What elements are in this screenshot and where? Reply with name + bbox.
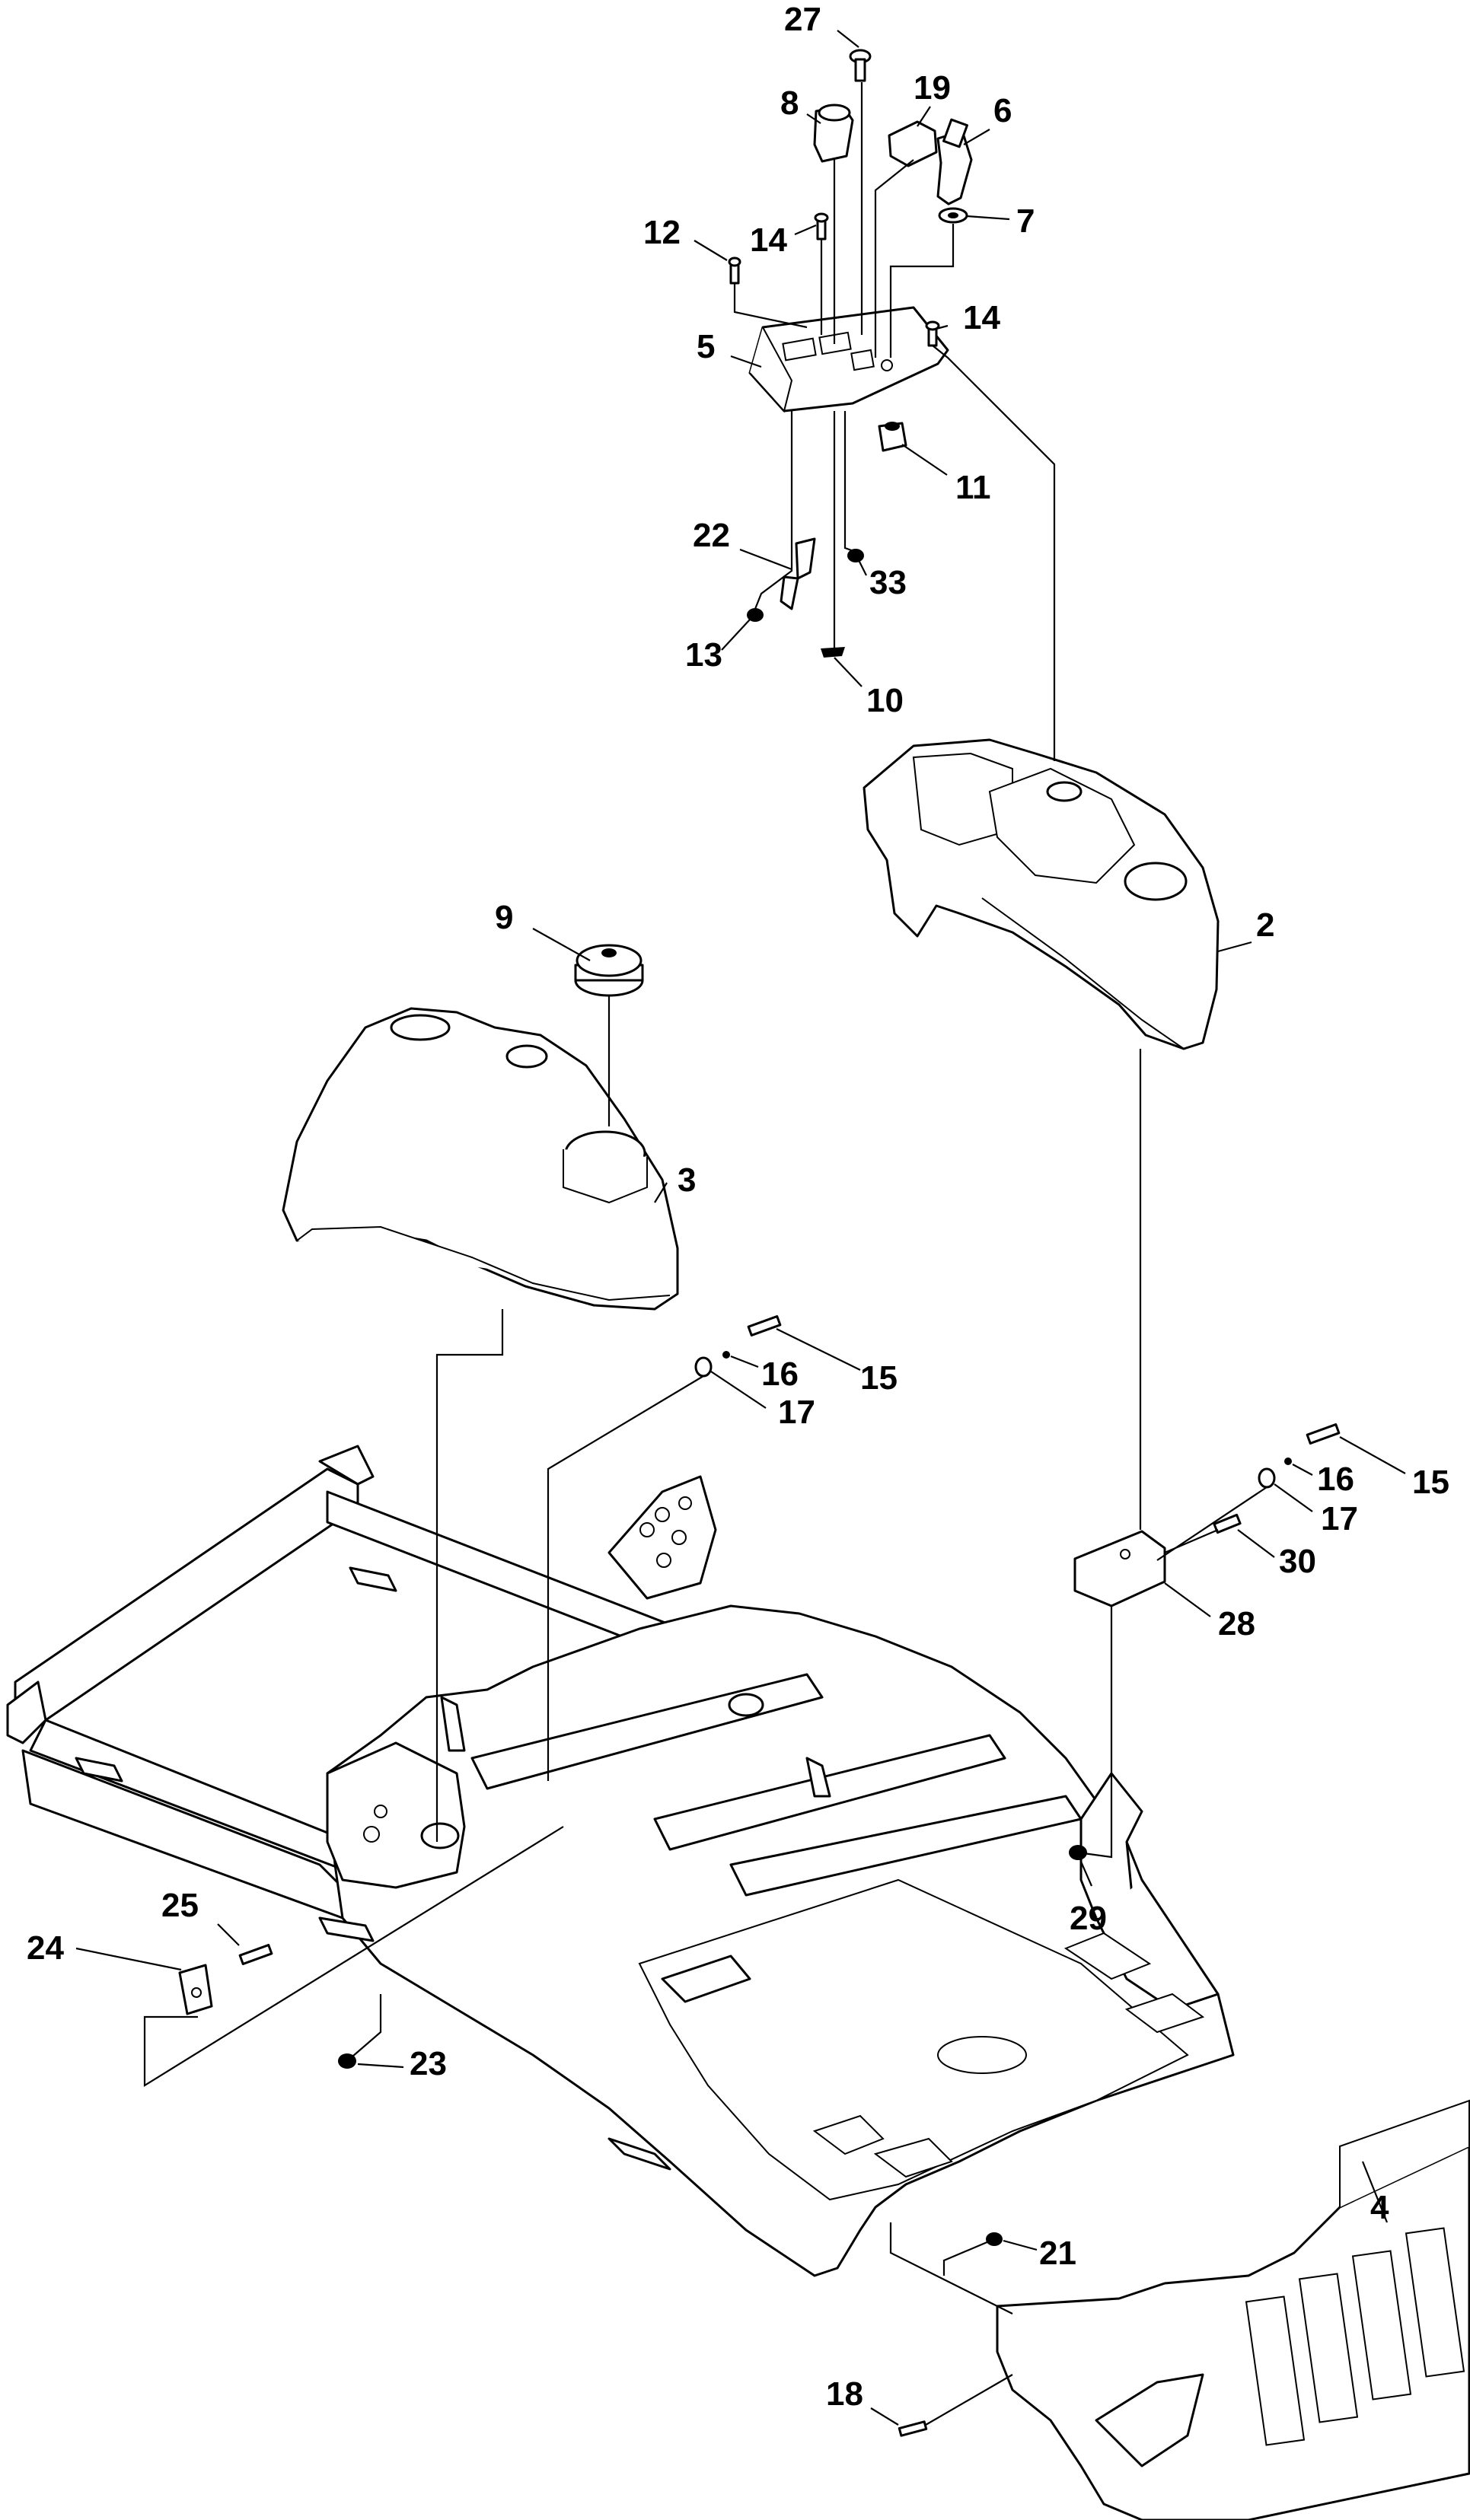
callout-21: 21 bbox=[1039, 2235, 1076, 2272]
callout-8: 8 bbox=[780, 84, 799, 122]
callout-27: 27 bbox=[784, 1, 821, 38]
callout-7: 7 bbox=[1016, 202, 1035, 240]
callout-15b: 15 bbox=[1412, 1464, 1449, 1501]
clamp-24 bbox=[178, 1964, 213, 2015]
callout-2: 2 bbox=[1256, 906, 1274, 944]
right-fuel-tank bbox=[863, 738, 1220, 1050]
control-panel-assembly bbox=[728, 49, 973, 658]
callout-33: 33 bbox=[869, 564, 907, 601]
callout-14b: 14 bbox=[963, 299, 1000, 336]
callout-6: 6 bbox=[993, 92, 1012, 129]
callout-5: 5 bbox=[697, 328, 715, 365]
callout-14: 14 bbox=[750, 221, 787, 259]
callout-3: 3 bbox=[678, 1161, 696, 1199]
callout-9: 9 bbox=[495, 899, 513, 936]
callout-17b: 17 bbox=[1321, 1500, 1358, 1537]
callout-22: 22 bbox=[693, 517, 730, 554]
callout-11: 11 bbox=[955, 469, 991, 506]
callout-18: 18 bbox=[826, 2375, 863, 2413]
callout-19: 19 bbox=[914, 69, 951, 107]
callout-30: 30 bbox=[1279, 1543, 1316, 1580]
callout-16b: 16 bbox=[1317, 1461, 1354, 1498]
fuel-cap bbox=[574, 944, 644, 997]
callout-29: 29 bbox=[1070, 1900, 1107, 1937]
callout-23: 23 bbox=[410, 2045, 447, 2082]
callout-4: 4 bbox=[1370, 2189, 1389, 2226]
assembly-lines bbox=[143, 82, 1268, 2426]
main-frame bbox=[6, 1445, 1235, 2277]
foot-plate bbox=[996, 2099, 1470, 2520]
key-switch bbox=[936, 118, 973, 205]
left-fuel-tank bbox=[282, 1007, 679, 1311]
callout-13: 13 bbox=[685, 636, 722, 674]
callout-24: 24 bbox=[27, 1929, 64, 1967]
callout-leaders bbox=[75, 30, 1406, 2426]
callout-16: 16 bbox=[761, 1356, 799, 1393]
callout-12: 12 bbox=[643, 214, 681, 251]
bolt-27 bbox=[849, 49, 872, 82]
bracket-28 bbox=[1073, 1530, 1166, 1607]
callout-labels: 27 8 19 6 12 14 7 14 5 11 22 33 13 10 9 … bbox=[27, 1, 1449, 2413]
callout-28: 28 bbox=[1218, 1605, 1255, 1642]
callout-15: 15 bbox=[860, 1359, 898, 1397]
callout-25: 25 bbox=[161, 1887, 199, 1924]
callout-10: 10 bbox=[866, 682, 904, 719]
callout-17: 17 bbox=[778, 1394, 815, 1431]
